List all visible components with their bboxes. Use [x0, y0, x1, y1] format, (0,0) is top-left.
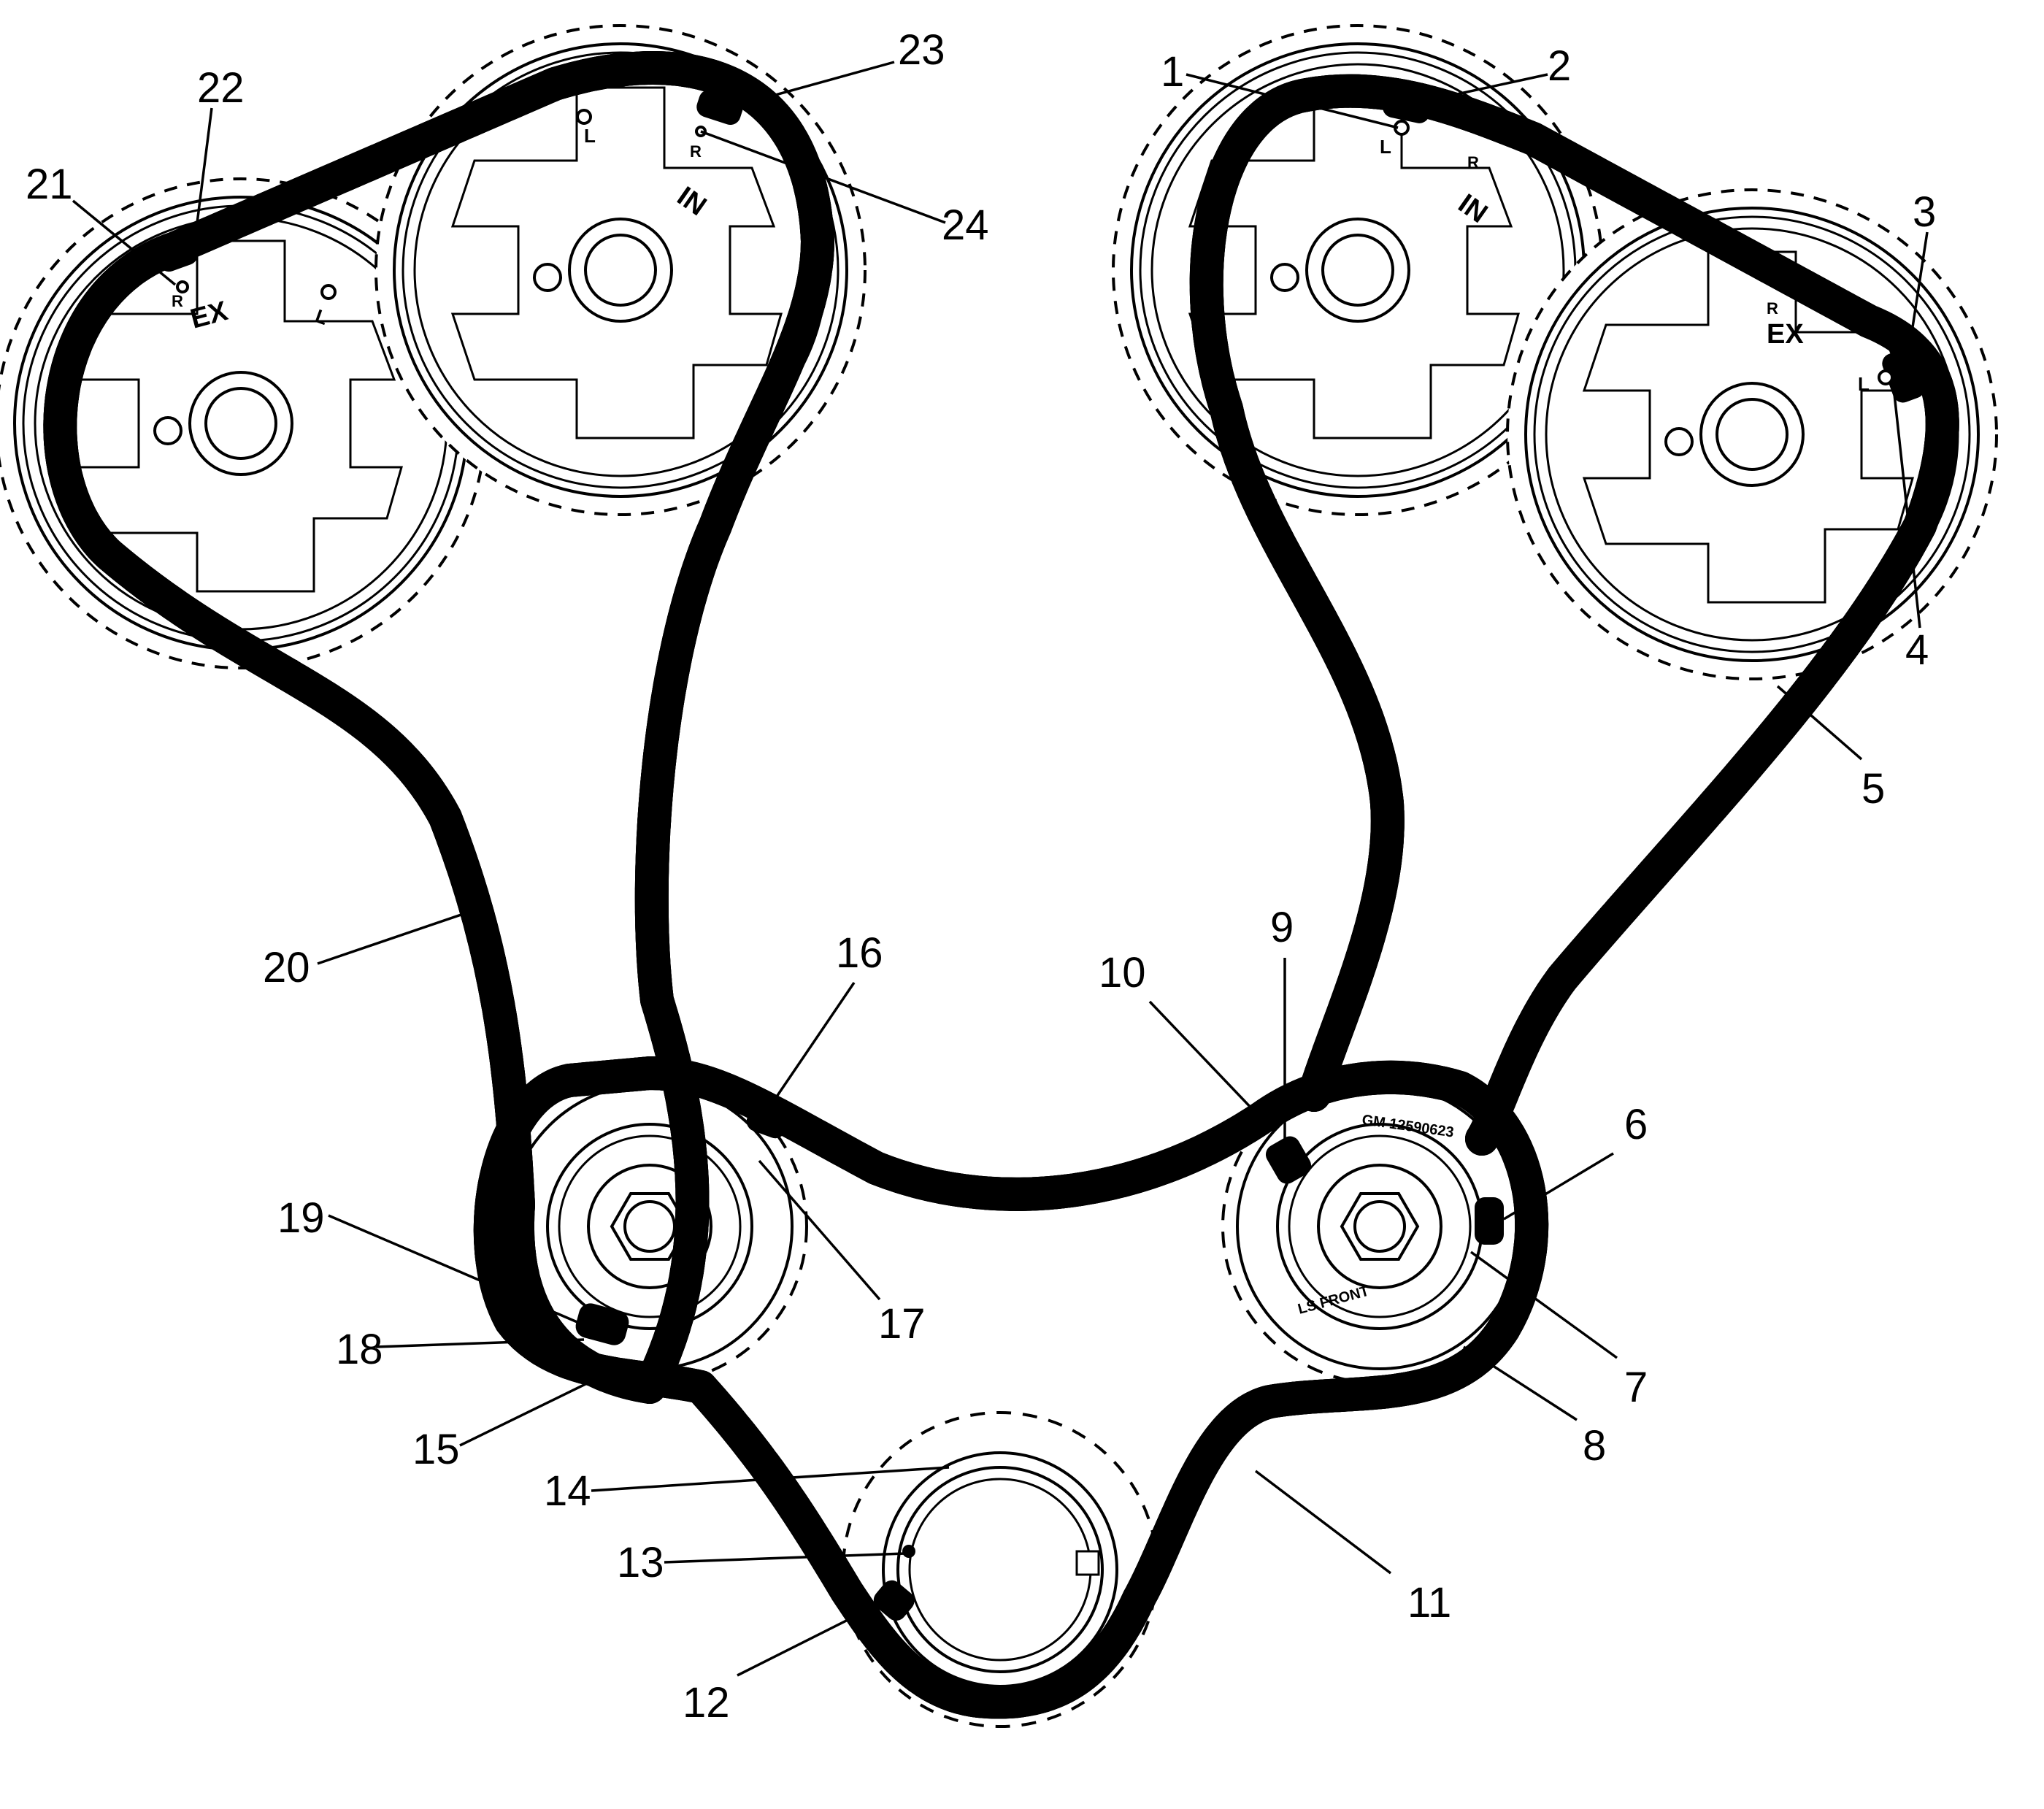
link-18	[575, 1303, 629, 1345]
callout-10: 10	[1099, 949, 1146, 996]
link-16	[746, 1099, 790, 1139]
callout-3: 3	[1913, 188, 1936, 236]
callout-2: 2	[1548, 42, 1571, 90]
primary-drive-chain	[491, 1056, 1532, 1702]
left-bank-cam-chain	[60, 68, 818, 1404]
right-mark-stamp: R	[690, 142, 702, 161]
left-mark-stamp: L	[1858, 373, 1870, 395]
left-intake-camshaft-sprocket: IN R L	[374, 24, 867, 516]
callout-7: 7	[1624, 1364, 1648, 1411]
callout-15: 15	[412, 1426, 460, 1473]
link-3	[1882, 349, 1925, 403]
callout-14: 14	[544, 1467, 591, 1515]
link-6	[1475, 1197, 1504, 1245]
callout-12: 12	[683, 1679, 730, 1727]
right-mark-stamp: R	[1767, 299, 1778, 318]
callout-21: 21	[26, 161, 73, 208]
right-exhaust-camshaft-sprocket: EX R L	[1506, 188, 1998, 680]
callout-20: 20	[263, 944, 310, 991]
right-mark-stamp: R	[1467, 153, 1479, 172]
crankshaft-sprocket	[842, 1411, 1159, 1728]
callout-23: 23	[898, 26, 945, 74]
callout-17: 17	[878, 1300, 926, 1348]
callout-4: 4	[1905, 626, 1929, 674]
exhaust-stamp: EX	[1767, 319, 1804, 350]
link-2	[1383, 88, 1432, 123]
left-mark-stamp: L	[1380, 136, 1391, 158]
callout-13: 13	[617, 1539, 664, 1586]
left-exhaust-camshaft-sprocket: EX R L	[0, 177, 487, 669]
right-mark-stamp: R	[172, 292, 183, 310]
callout-16: 16	[836, 929, 883, 977]
link-22	[156, 237, 198, 272]
callout-8: 8	[1583, 1422, 1606, 1470]
callout-11: 11	[1407, 1579, 1451, 1626]
callout-1: 1	[1161, 48, 1184, 96]
right-intake-camshaft-sprocket: IN R L	[1112, 24, 1604, 516]
callout-19: 19	[277, 1194, 325, 1242]
callouts: 1 2 3 4 5 6 7 8 9 10 11 12 13 14 15 16 1…	[26, 26, 1936, 1727]
callout-6: 6	[1624, 1101, 1648, 1148]
callout-18: 18	[336, 1326, 383, 1373]
link-23	[696, 89, 743, 126]
callout-22: 22	[197, 64, 245, 112]
callout-9: 9	[1270, 904, 1294, 951]
link-12	[873, 1580, 915, 1621]
timing-mark-links	[156, 88, 1925, 1621]
link-9	[1265, 1136, 1312, 1184]
callout-24: 24	[942, 201, 989, 249]
left-mark-stamp: L	[584, 125, 596, 147]
callout-5: 5	[1862, 765, 1885, 813]
right-drive-sprocket: GM 12590623 LS FRONT	[1221, 1068, 1538, 1385]
